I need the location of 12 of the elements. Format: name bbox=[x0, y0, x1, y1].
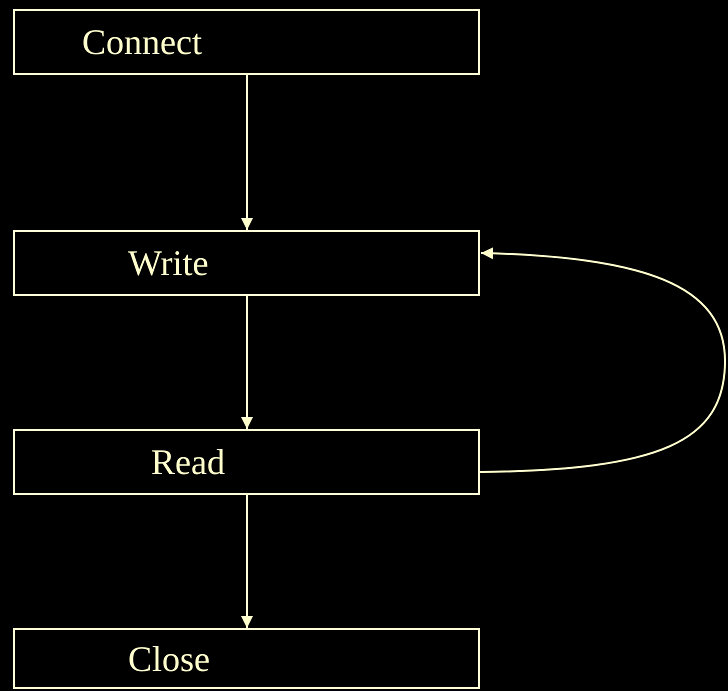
arrow bbox=[241, 495, 253, 628]
step-label: Write bbox=[128, 245, 209, 281]
process-box bbox=[13, 230, 480, 296]
arrow bbox=[480, 247, 726, 473]
arrow bbox=[241, 75, 253, 230]
process-box bbox=[13, 9, 480, 75]
process-box bbox=[13, 628, 480, 689]
step-label: Close bbox=[128, 640, 210, 676]
step-label: Read bbox=[151, 444, 225, 480]
arrow bbox=[241, 296, 253, 429]
step-label: Connect bbox=[82, 24, 202, 60]
process-box bbox=[13, 429, 480, 495]
